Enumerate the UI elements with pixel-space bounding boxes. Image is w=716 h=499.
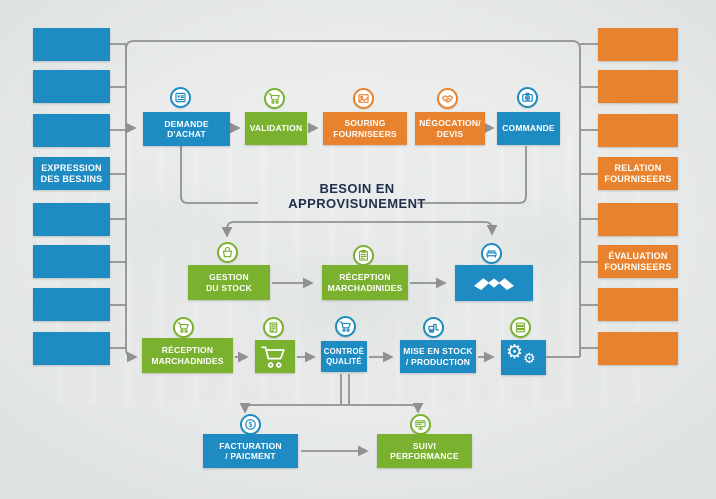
right-column-box-1: [598, 28, 678, 61]
right-column-box-relation-fourniseers: RELATION FOURNISEERS: [598, 157, 678, 190]
documents-icon: [510, 317, 531, 338]
diagram-title-line2: APPROVISUNEMENT: [288, 195, 426, 211]
node-demande-dachat: DEMANDE D'ACHAT: [143, 112, 230, 146]
cart-icon: [335, 316, 356, 337]
order-form-icon: [170, 87, 191, 108]
left-column-box-3: [33, 114, 110, 147]
forklift-icon: [423, 317, 444, 338]
node-controle-qualite: CONTROÈ QUALITÉ: [321, 341, 367, 372]
sofa-icon: [481, 243, 502, 264]
left-column-box-2: [33, 70, 110, 103]
node-gestion-du-stock: GESTION DU STOCK: [188, 265, 270, 300]
handshake-icon: [437, 88, 458, 109]
left-column-box-expression-des-besoins: EXPRESSION DES BESJINS: [33, 157, 110, 190]
building-icon: [263, 317, 284, 338]
svg-text:$: $: [249, 422, 253, 429]
monitor-icon: [410, 414, 431, 435]
cart-icon: [264, 88, 285, 109]
diagram-title-line1: BESOIN EN: [319, 181, 395, 196]
node-souring-fourniseers: SOURING FOURNISEERS: [323, 112, 407, 145]
clipboard-icon: [353, 245, 374, 266]
right-column-box-2: [598, 70, 678, 103]
camera-icon: [517, 87, 538, 108]
node-facturation-paiement: FACTURATION / PAICMENT: [203, 434, 298, 468]
coin-icon: $: [240, 414, 261, 435]
node-mise-en-stock-production: MISE EN STOCK / PRODUCTION: [400, 340, 476, 373]
node-negocation-devis: NÉGOCATION/ DEVIS: [415, 112, 485, 145]
diagram-title: BESOIN EN APPROVISUNEMENT: [257, 181, 457, 212]
right-column-box-8: [598, 332, 678, 365]
right-column-box-7: [598, 288, 678, 321]
handshake-icon: [455, 265, 533, 301]
left-column-box-7: [33, 288, 110, 321]
node-suivi-performance: SUIVI PERFORMANCE: [377, 434, 472, 468]
image-icon: [353, 88, 374, 109]
cart-icon: [173, 317, 194, 338]
left-column-box-1: [33, 28, 110, 61]
cart-icon: [255, 340, 295, 373]
node-commande: COMMANDE: [497, 112, 560, 145]
node-reception-marchadnides: RÉCEPTION MARCHADNIDES: [142, 338, 233, 373]
node-cart-box: [255, 340, 295, 373]
gears-icon: ⚙: [523, 351, 536, 367]
left-column-box-5: [33, 203, 110, 236]
left-column-box-6: [33, 245, 110, 278]
gears-icon: ⚙: [506, 341, 524, 363]
right-column-box-3: [598, 114, 678, 147]
node-handshake-box: [455, 265, 533, 301]
right-column-box-evaluation-fourniseers: ÉVALUATION FOURNISEERS: [598, 245, 678, 278]
node-validation: VALIDATION: [245, 112, 307, 145]
node-reception-marchadinides: RÉCEPTION MARCHADINIDES: [322, 265, 408, 300]
right-column-box-5: [598, 203, 678, 236]
node-gears-box: ⚙ ⚙: [501, 340, 546, 375]
left-column-box-8: [33, 332, 110, 365]
basket-icon: [217, 242, 238, 263]
